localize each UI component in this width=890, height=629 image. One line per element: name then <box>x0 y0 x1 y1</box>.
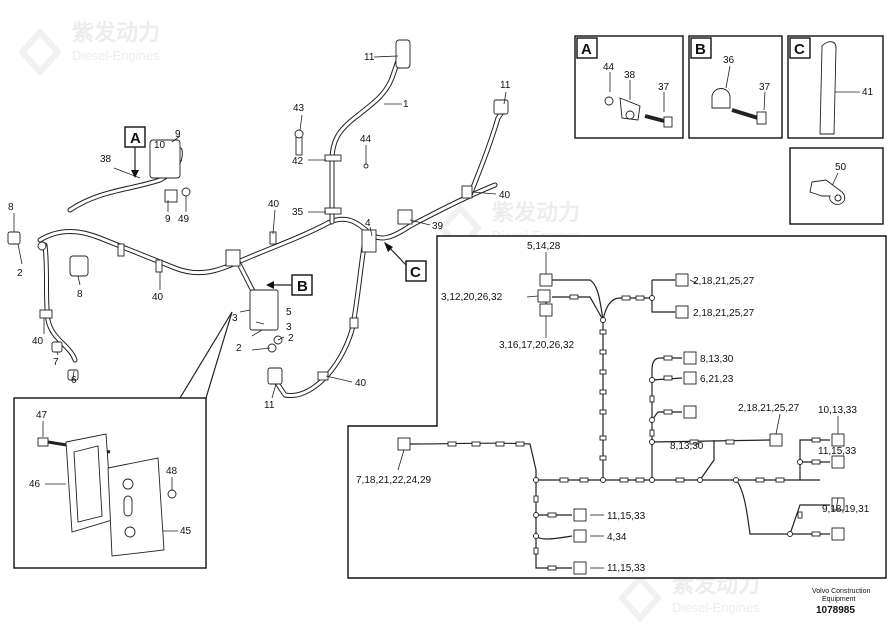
detail-box-B: B 36 37 <box>688 35 783 139</box>
sch-label-5-14-28: 5,14,28 <box>527 241 561 252</box>
label-7: 11 <box>364 52 375 63</box>
footer-subtitle: Equipment <box>822 596 856 603</box>
detail-box-C: C 41 <box>787 35 884 139</box>
svg-text:B: B <box>297 278 308 295</box>
callout-C: C <box>384 242 427 282</box>
svg-text:C: C <box>794 41 805 58</box>
label-9-top: 9 <box>165 214 171 225</box>
inline-splices <box>447 294 821 571</box>
sch-label-10-13-33: 10,13,33 <box>818 405 857 416</box>
svg-text:C: C <box>410 264 421 281</box>
label-40-left: 40 <box>32 336 44 347</box>
label-3-right: 3 <box>286 322 292 333</box>
sch-label-3-16: 3,16,17,20,26,32 <box>499 340 575 351</box>
label-6: 6 <box>71 375 77 386</box>
label-49: 49 <box>178 214 190 225</box>
schematic-box: 5,14,28 3,12,20,26,32 3,16,17,20,26,32 2… <box>347 235 887 579</box>
label-40-top: 40 <box>268 199 280 210</box>
svg-text:B: B <box>695 41 706 58</box>
label-38: 38 <box>100 154 112 165</box>
sch-label-4-34: 4,34 <box>607 532 627 543</box>
label-42: 42 <box>292 156 304 167</box>
watermark-brand-en: Diesel-Engines <box>72 48 160 63</box>
plate-label-46: 46 <box>29 479 41 490</box>
label-3-left: 3 <box>232 313 238 324</box>
sch-label-2-18-c: 2,18,21,25,27 <box>738 403 800 414</box>
label-2-left: 2 <box>17 268 23 279</box>
label-44: 44 <box>360 134 372 145</box>
svg-text:A: A <box>581 41 592 58</box>
watermark-logo-top: 紫发动力 Diesel-Engines <box>17 20 160 77</box>
sch-label-8-13-a: 8,13,30 <box>700 354 734 365</box>
main-harness-drawing <box>7 39 509 399</box>
detail-A-label-44: 44 <box>603 62 615 73</box>
sch-label-6-21-23: 6,21,23 <box>700 374 734 385</box>
sch-label-8-13-b: 8,13,30 <box>670 441 704 452</box>
sch-label-9-18: 9,18,19,31 <box>822 504 870 515</box>
label-43: 43 <box>293 103 305 114</box>
detail-C-label-41: 41 <box>862 87 874 98</box>
plate-label-45: 45 <box>180 526 192 537</box>
label-4: 4 <box>365 218 371 229</box>
sch-label-7-18: 7,18,21,22,24,29 <box>356 475 432 486</box>
sch-label-2-18-b: 2,18,21,25,27 <box>693 308 755 319</box>
plate-label-47: 47 <box>36 410 48 421</box>
label-11-right: 11 <box>500 80 511 91</box>
label-11-top: 10 <box>154 140 166 151</box>
sch-label-11-15-b: 11,15,33 <box>607 511 646 522</box>
label-10: 9 <box>175 129 181 140</box>
main-leader-lines <box>13 55 507 399</box>
label-1: 1 <box>403 99 409 110</box>
callout-A: A <box>124 126 146 178</box>
label-40-right: 40 <box>499 190 511 201</box>
detail-box-A: A 44 38 37 <box>574 35 684 139</box>
label-8-top: 8 <box>77 289 83 300</box>
plate-label-48: 48 <box>166 466 178 477</box>
sch-label-11-15-c: 11,15,33 <box>607 563 646 574</box>
label-9-left: 8 <box>8 202 14 213</box>
label-2-mid: 2 <box>236 343 242 354</box>
junction-dots <box>533 295 803 539</box>
callout-B: B <box>266 274 313 296</box>
label-35: 35 <box>292 207 304 218</box>
watermark-brand-cn: 紫发动力 <box>72 20 160 45</box>
watermark-brand-en: Diesel-Engines <box>672 600 760 615</box>
detail-A-label-37: 37 <box>658 82 670 93</box>
sch-label-2-18-a: 2,18,21,25,27 <box>693 276 755 287</box>
footer-brand: Volvo Construction <box>812 588 870 595</box>
detail-B-label-37: 37 <box>759 82 771 93</box>
footer: Volvo Construction Equipment 1078985 <box>812 588 870 616</box>
watermark-brand-cn: 紫发动力 <box>492 200 580 225</box>
footer-part-number: 1078985 <box>816 605 855 616</box>
svg-text:A: A <box>130 130 141 147</box>
sch-label-11-15-a: 11,15,33 <box>818 446 857 457</box>
detail-box-plate: 47 46 48 45 <box>13 311 233 569</box>
label-5: 5 <box>286 307 292 318</box>
watermark-logo-bottom: 紫发动力 Diesel-Engines <box>617 572 760 623</box>
label-40-mid: 40 <box>152 292 164 303</box>
detail-50-label: 50 <box>835 162 847 173</box>
label-11-bottom: 11 <box>264 400 275 411</box>
label-40-bottom: 40 <box>355 378 367 389</box>
detail-A-label-38: 38 <box>624 70 636 81</box>
detail-box-50: 50 <box>789 147 884 225</box>
detail-B-label-36: 36 <box>723 55 735 66</box>
label-2-right: 2 <box>288 333 294 344</box>
label-8-bottom: 7 <box>53 357 59 368</box>
sch-label-3-12: 3,12,20,26,32 <box>441 292 503 303</box>
main-labels: 11 1 43 44 42 35 11 40 4 39 40 40 40 11 … <box>8 52 511 411</box>
label-39: 39 <box>432 221 444 232</box>
